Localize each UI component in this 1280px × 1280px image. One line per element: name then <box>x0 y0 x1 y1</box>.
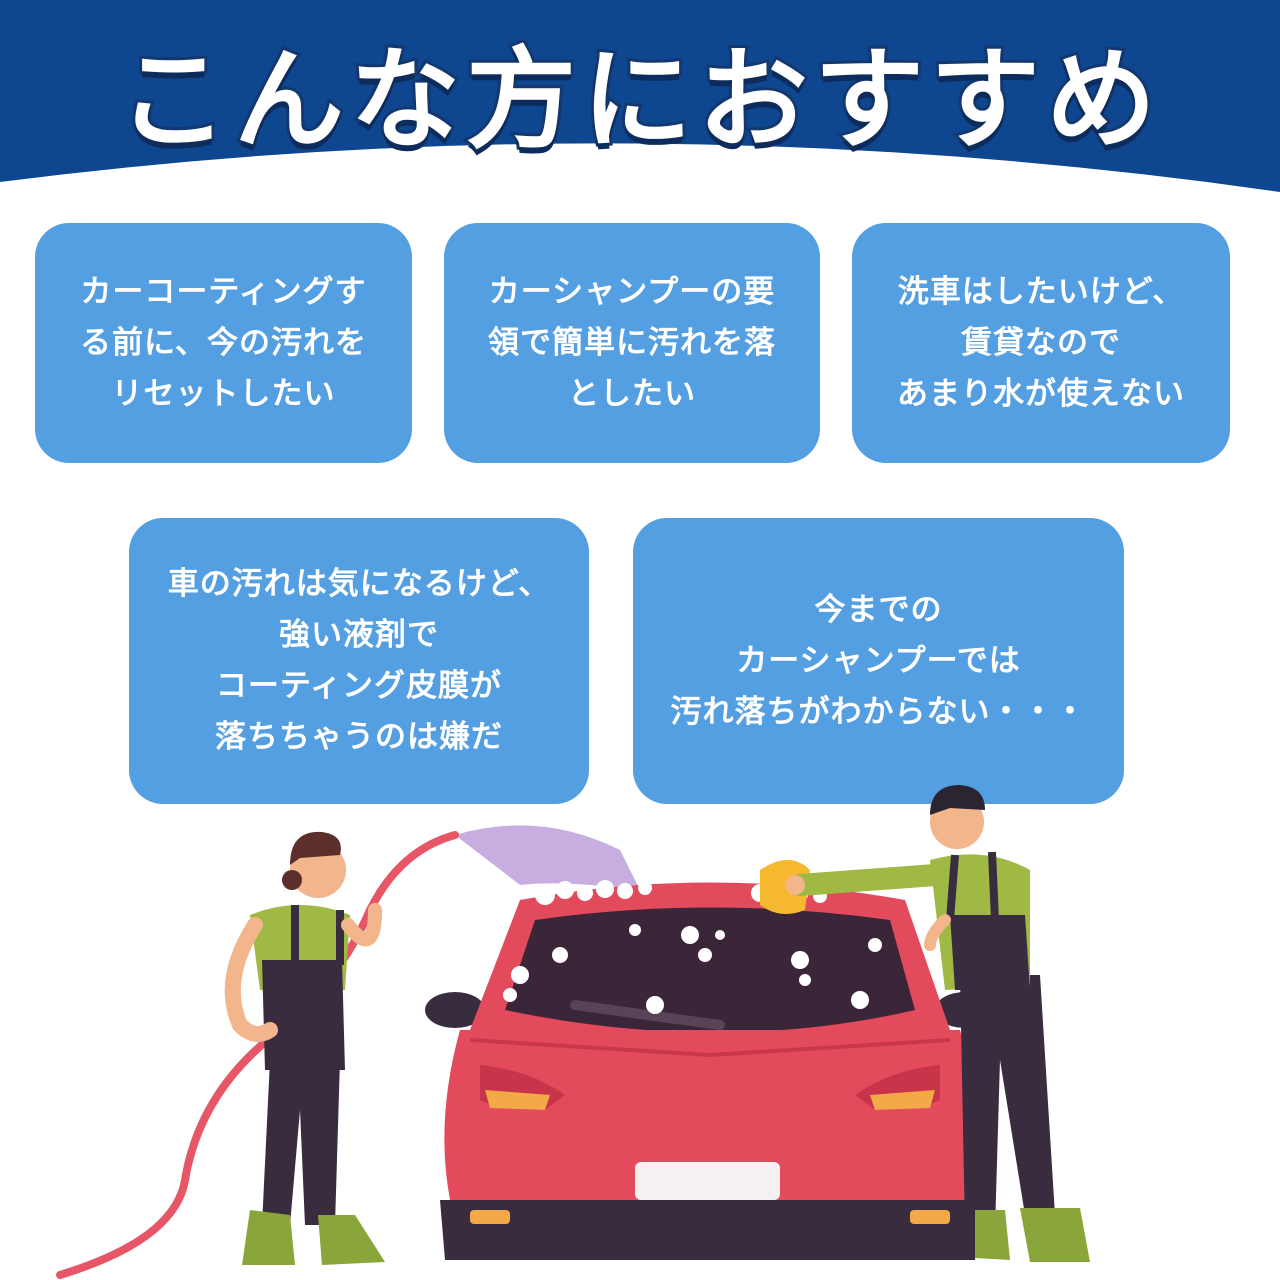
recommendation-card-reset: カーコーティングす る前に、今の汚れを リセットしたい <box>35 223 412 463</box>
recommendation-card-unclear: 今までの カーシャンプーでは 汚れ落ちがわからない・・・ <box>633 518 1124 804</box>
car-icon <box>425 880 995 1260</box>
car-wash-illustration <box>56 785 1090 1279</box>
page-title: こんな方におすすめ <box>115 33 1162 167</box>
hose-icon <box>56 831 459 1279</box>
card-text: カーコーティングす る前に、今の汚れを リセットしたい <box>79 273 368 412</box>
card-text: 今までの カーシャンプーでは 汚れ落ちがわからない・・・ <box>670 591 1087 730</box>
card-text: 車の汚れは気になるけど、 強い液剤で コーティング皮膜が 落ちちゃうのは嫌だ <box>167 566 551 755</box>
recommendation-card-easy-clean: カーシャンプーの要 領で簡単に汚れを落 としたい <box>444 223 820 463</box>
person-washing-icon <box>785 785 1090 1262</box>
person-with-hose-icon <box>224 831 385 1265</box>
water-spray-icon <box>455 825 640 890</box>
card-text: 洗車はしたいけど、 賃貸なので あまり水が使えない <box>897 273 1185 412</box>
sponge-icon <box>760 860 810 914</box>
recommendation-card-coating: 車の汚れは気になるけど、 強い液剤で コーティング皮膜が 落ちちゃうのは嫌だ <box>129 518 589 804</box>
header-band <box>0 0 1280 192</box>
recommendation-card-rental: 洗車はしたいけど、 賃貸なので あまり水が使えない <box>852 223 1230 463</box>
card-text: カーシャンプーの要 領で簡単に汚れを落 としたい <box>488 273 776 412</box>
